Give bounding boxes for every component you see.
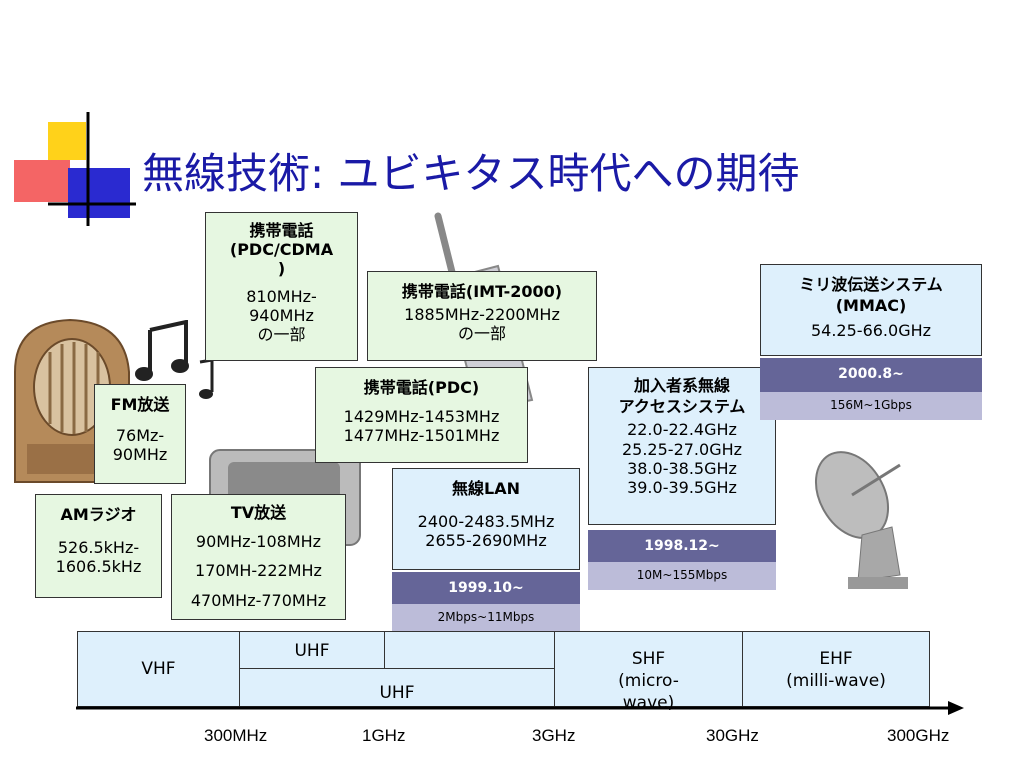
band-ehf: EHF (milli-wave) [742, 631, 930, 707]
freq: 1885MHz-2200MHz [404, 305, 560, 325]
freq: の一部 [257, 324, 306, 344]
mmac-rate-badge: 156M~1Gbps [760, 392, 982, 420]
label: 携帯電話 [249, 221, 314, 240]
access-rate-badge: 10M~155Mbps [588, 562, 776, 590]
page-title: 無線技術: ユビキタス時代への期待 [142, 149, 800, 198]
freq: 25.25-27.0GHz [621, 439, 743, 459]
box-millimeter-wave-system: ミリ波伝送システム (MMAC) 54.25-66.0GHz [760, 264, 982, 356]
axis-tick-3ghz: 3GHz [532, 726, 576, 745]
box-tv-broadcast: TV放送 90MHz-108MHz 170MH-222MHz 470MHz-77… [171, 494, 346, 620]
label: (PDC/CDMA [229, 240, 334, 260]
satellite-dish-icon [800, 445, 930, 595]
label: 加入者系無線 [633, 376, 730, 395]
axis-tick-300ghz: 300GHz [887, 726, 950, 745]
axis-tick-30ghz: 30GHz [706, 726, 759, 745]
label: TV放送 [230, 503, 287, 522]
freq: 90MHz-108MHz [195, 532, 322, 552]
band-label: EHF [819, 649, 853, 669]
freq: 2400-2483.5MHz [417, 512, 555, 532]
band-shf: SHF (micro- wave) [554, 631, 743, 713]
freq: 1606.5kHz [55, 557, 142, 577]
mmac-date-badge: 2000.8~ [760, 358, 982, 392]
freq: 1477MHz-1501MHz [343, 426, 500, 446]
label: アクセスシステム [618, 397, 746, 417]
band-label: SHF [631, 649, 666, 669]
lan-date-badge: 1999.10~ [392, 572, 580, 604]
band-label: (milli-wave) [786, 671, 886, 691]
axis-tick-300mhz: 300MHz [204, 726, 268, 745]
band-label: (micro- [618, 671, 679, 691]
band-label: UHF [379, 683, 415, 703]
band-vhf: VHF [77, 631, 240, 707]
freq: 1429MHz-1453MHz [343, 407, 500, 427]
box-am-radio: AMラジオ 526.5kHz- 1606.5kHz [35, 494, 162, 598]
freq: 810MHz- [246, 286, 317, 306]
slide-logo-icon [12, 108, 142, 228]
freq: 526.5kHz- [57, 538, 140, 558]
freq: 90MHz [112, 445, 168, 465]
access-date-badge: 1998.12~ [588, 530, 776, 562]
label: AMラジオ [60, 505, 137, 524]
band-uhf-top: UHF [239, 631, 385, 669]
box-cellphone-imt2000: 携帯電話(IMT-2000) 1885MHz-2200MHz の一部 [367, 271, 597, 361]
box-cellphone-pdc-cdma: 携帯電話 (PDC/CDMA ) 810MHz- 940MHz の一部 [205, 212, 358, 361]
freq: 470MHz-770MHz [190, 590, 327, 610]
freq: 940MHz [249, 305, 314, 325]
box-cellphone-pdc: 携帯電話(PDC) 1429MHz-1453MHz 1477MHz-1501MH… [315, 367, 528, 463]
axis-tick-1ghz: 1GHz [362, 726, 406, 745]
band-uhf-top-empty [384, 631, 555, 669]
label: ) [277, 259, 286, 279]
freq: 22.0-22.4GHz [627, 420, 737, 440]
freq: 54.25-66.0GHz [810, 321, 932, 341]
freq: 170MH-222MHz [195, 561, 322, 581]
label: 携帯電話(IMT-2000) [401, 282, 563, 301]
label: (MMAC) [835, 296, 907, 316]
label: 無線LAN [452, 479, 520, 498]
box-wireless-access-system: 加入者系無線 アクセスシステム 22.0-22.4GHz 25.25-27.0G… [588, 367, 776, 525]
box-fm-broadcast: FM放送 76Mz- 90MHz [94, 384, 186, 484]
label: 携帯電話(PDC) [363, 378, 480, 397]
box-wireless-lan: 無線LAN 2400-2483.5MHz 2655-2690MHz [392, 468, 580, 570]
freq: 39.0-39.5GHz [627, 477, 737, 497]
freq: 38.0-38.5GHz [627, 458, 737, 478]
frequency-axis-arrow [76, 700, 966, 716]
freq: 76Mz- [115, 426, 165, 446]
band-label: VHF [141, 659, 176, 679]
label: FM放送 [110, 395, 170, 414]
band-uhf-bottom: UHF [239, 668, 555, 707]
lan-rate-badge: 2Mbps~11Mbps [392, 604, 580, 632]
label: ミリ波伝送システム [799, 275, 943, 294]
freq: の一部 [457, 324, 506, 344]
freq: 2655-2690MHz [425, 531, 547, 551]
band-label: UHF [294, 641, 330, 661]
